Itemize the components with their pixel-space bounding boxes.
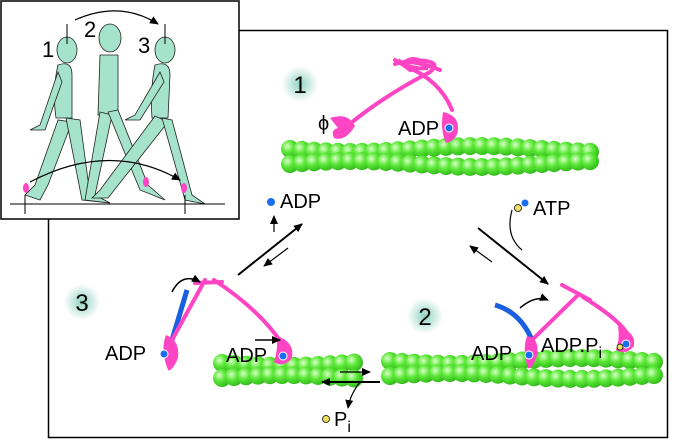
foot-marker xyxy=(143,177,149,187)
adp-dot xyxy=(524,350,534,360)
state-badge-2: 2 xyxy=(407,298,443,334)
inset-step-1: 1 xyxy=(42,37,54,62)
actin-filament-state1 xyxy=(281,137,599,176)
transition-atp-binding xyxy=(469,209,549,285)
actin-subunit xyxy=(581,152,599,171)
inset-step-3: 3 xyxy=(138,33,150,58)
myosin-motor-state2 xyxy=(530,283,630,342)
adp-dot xyxy=(159,349,169,359)
adp-pi-label-state2: ADP.Pi xyxy=(541,335,602,362)
actin-subunit xyxy=(645,366,663,385)
walking-inset: 1 2 3 xyxy=(0,0,240,220)
atp-binding-label: ATP xyxy=(533,198,570,220)
adp-label-state3-left: ADP xyxy=(105,343,146,365)
transition-pi-release xyxy=(321,368,380,409)
actin-filament-state2 xyxy=(381,349,663,388)
adp-dot xyxy=(444,123,454,133)
lever-arm-state2 xyxy=(494,302,535,342)
myosin-motor-state3 xyxy=(170,278,285,347)
adp-dot xyxy=(267,198,275,206)
walker-figures xyxy=(24,23,206,205)
adp-dot xyxy=(278,351,288,361)
adp-label-state3-right: ADP xyxy=(226,345,267,367)
atp-dot-adp xyxy=(521,199,529,207)
svg-text:3: 3 xyxy=(75,290,88,317)
phi-label: ϕ xyxy=(318,113,329,135)
myosin-head-state3-left xyxy=(163,335,179,371)
pi-dot xyxy=(616,343,624,351)
foot-marker xyxy=(181,183,187,193)
state-badge-3: 3 xyxy=(64,284,100,320)
actin-subunit xyxy=(645,352,663,371)
pi-dot xyxy=(322,415,330,423)
adp-dot xyxy=(621,339,631,349)
svg-text:2: 2 xyxy=(418,304,431,331)
adp-label-state2: ADP xyxy=(471,343,512,365)
adp-label-state1: ADP xyxy=(398,118,439,140)
transition-adp-release xyxy=(237,215,303,276)
myosin-head-state1-left xyxy=(330,116,355,139)
atp-dot xyxy=(514,204,522,212)
inset-step-2: 2 xyxy=(84,17,96,42)
foot-marker xyxy=(23,183,29,193)
state-badge-1: 1 xyxy=(282,66,318,102)
svg-text:1: 1 xyxy=(293,72,306,99)
pi-release-label: Pi xyxy=(334,409,351,436)
main-frame xyxy=(47,29,669,439)
actin-subunit xyxy=(345,353,363,372)
adp-release-label: ADP xyxy=(280,191,321,213)
